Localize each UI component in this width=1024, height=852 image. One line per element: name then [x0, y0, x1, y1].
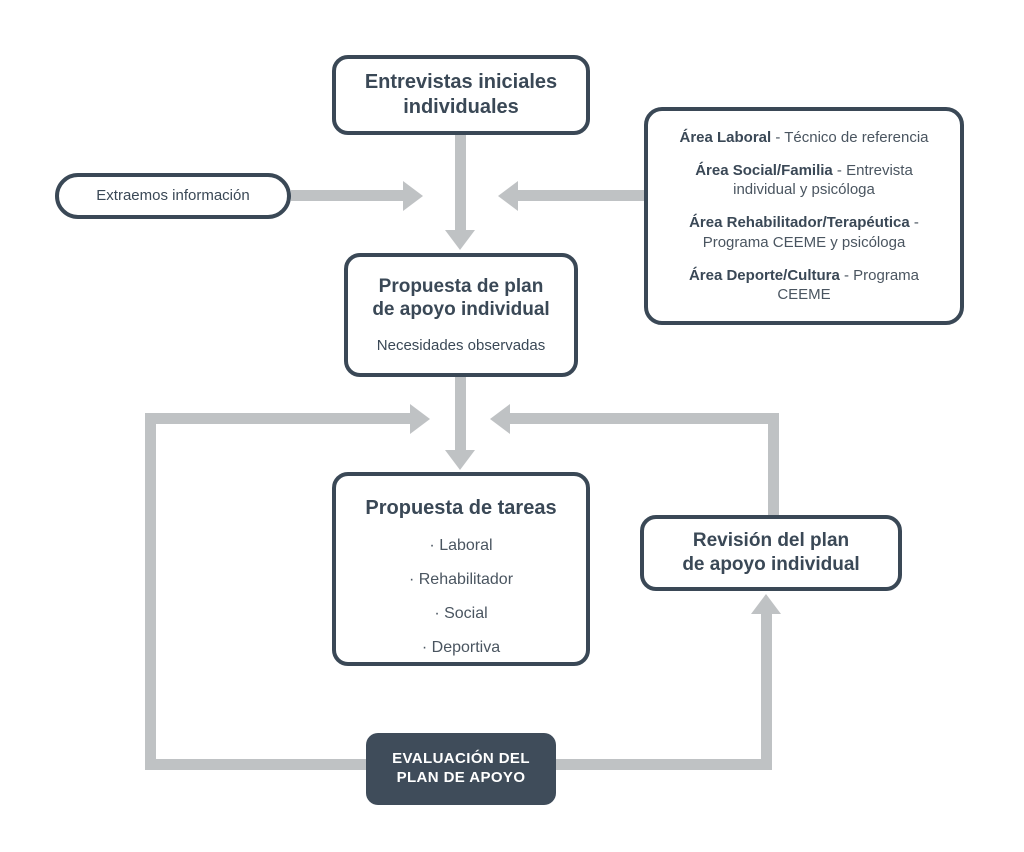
node-propuesta-plan-title: Propuesta de plan de apoyo individual	[372, 275, 550, 321]
connector-loop-left-top	[145, 413, 413, 424]
node-propuesta-tareas[interactable]: Propuesta de tareas · Laboral · Rehabili…	[332, 472, 590, 666]
arrowhead-left-loop-right	[490, 404, 510, 434]
arrowhead-down-to-plan	[445, 230, 475, 250]
area-line-social-familia: Área Social/Familia - Entrevista individ…	[662, 161, 946, 199]
node-extraemos-label: Extraemos información	[96, 187, 250, 205]
node-propuesta-plan-apoyo[interactable]: Propuesta de plan de apoyo individual Ne…	[344, 253, 578, 377]
connector-loop-left-bottom	[145, 759, 375, 770]
area-rehabilitador-label: Área Rehabilitador/Terapéutica	[689, 214, 910, 232]
connector-evaluacion-to-revision-horizontal	[550, 759, 772, 770]
connector-plan-to-tareas	[455, 377, 466, 455]
node-evaluacion-plan-apoyo[interactable]: EVALUACIÓN DEL PLAN DE APOYO	[366, 733, 556, 805]
connector-loop-right-vertical	[768, 413, 779, 521]
node-entrevistas-title: Entrevistas iniciales individuales	[364, 71, 558, 118]
area-line-laboral: Área Laboral - Técnico de referencia	[679, 128, 928, 147]
connector-loop-right-top	[510, 413, 779, 424]
area-laboral-detail: - Técnico de referencia	[771, 128, 929, 146]
area-line-deporte-cultura: Área Deporte/Cultura - Programa CEEME	[662, 266, 946, 304]
connector-areas-to-spine	[518, 190, 646, 201]
node-extraemos-informacion[interactable]: Extraemos información	[55, 173, 291, 219]
area-social-familia-detail: - Entrevista individual y psicóloga	[733, 162, 913, 199]
task-item-rehabilitador: · Rehabilitador	[408, 571, 514, 588]
area-line-rehabilitador-terapeutica: Área Rehabilitador/Terapéutica - Program…	[662, 213, 946, 251]
task-item-deportiva: · Deportiva	[421, 639, 501, 656]
area-laboral-label: Área Laboral	[679, 128, 772, 146]
node-revision-title: Revisión del plan de apoyo individual	[682, 530, 860, 575]
task-item-laboral: · Laboral	[429, 537, 493, 554]
task-item-social: · Social	[434, 605, 488, 622]
arrowhead-up-to-revision	[751, 594, 781, 614]
arrowhead-right-from-extraemos	[403, 181, 423, 211]
node-propuesta-tareas-title: Propuesta de tareas	[365, 497, 557, 519]
connector-entrevistas-to-plan	[455, 135, 466, 235]
arrowhead-left-from-areas	[498, 181, 518, 211]
node-evaluacion-title: EVALUACIÓN DEL PLAN DE APOYO	[392, 750, 530, 786]
connector-evaluacion-to-revision-vertical	[761, 612, 772, 764]
area-deporte-label: Área Deporte/Cultura	[688, 266, 840, 284]
node-revision-plan-apoyo[interactable]: Revisión del plan de apoyo individual	[640, 515, 902, 591]
arrowhead-right-loop-left	[410, 404, 430, 434]
node-areas-list[interactable]: Área Laboral - Técnico de referencia Áre…	[644, 107, 964, 325]
area-social-familia-label: Área Social/Familia	[695, 162, 833, 180]
node-entrevistas-iniciales[interactable]: Entrevistas iniciales individuales	[332, 55, 590, 135]
connector-extraemos-to-spine	[291, 190, 406, 201]
area-rehabilitador-detail: - Programa CEEME y psicóloga	[702, 214, 919, 251]
connector-loop-left-vertical	[145, 413, 156, 770]
area-deporte-detail: - Programa CEEME	[777, 266, 920, 303]
arrowhead-down-to-tareas	[445, 450, 475, 470]
node-propuesta-plan-subtitle: Necesidades observadas	[376, 337, 546, 354]
